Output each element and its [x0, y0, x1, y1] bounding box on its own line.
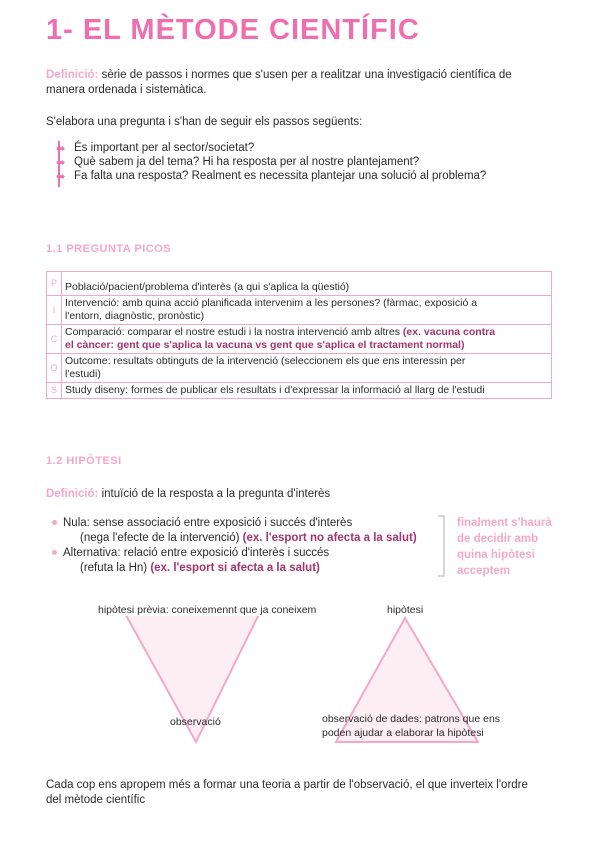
- picos-letter: S: [46, 382, 62, 399]
- list-item: Nula: sense associació entre exposició i…: [52, 516, 452, 531]
- definition-label: Definició:: [46, 69, 99, 81]
- side-note: finalment s'haurà de decidir amb quina h…: [457, 517, 552, 577]
- bullet-icon: [52, 520, 57, 526]
- picos-cell: Outcome: resultats obtinguts de la inter…: [61, 353, 552, 383]
- definition2-block: Definició: intuïció de la resposta a la …: [46, 488, 330, 500]
- diagram-right-top-label: hipòtesi: [387, 604, 424, 616]
- question-list: ➡ És important per al sector/societat? ➡…: [56, 139, 487, 187]
- definition-text-cont: manera ordenada i sistemàtica.: [46, 84, 207, 96]
- picos-cell: Study diseny: formes de publicar els res…: [61, 382, 552, 399]
- section-heading-picos: 1.1 PREGUNTA PICOS: [46, 243, 172, 255]
- arrow-icon: ➡: [56, 156, 66, 169]
- page-title: 1- EL MÈTODE CIENTÍFIC: [46, 14, 420, 46]
- upright-triangle: [334, 615, 480, 743]
- list-item: ➡ És important per al sector/societat?: [56, 142, 255, 155]
- table-row: S Study diseny: formes de publicar els r…: [46, 382, 552, 399]
- diagram-left-top-label: hipòtesi prèvia: coneixemennt que ja con…: [96, 604, 319, 616]
- list-item: Alternativa: relació entre exposició d'i…: [52, 546, 452, 561]
- question-bracket-line: [58, 141, 60, 187]
- definition-block: Definició: sèrie de passos i normes que …: [46, 68, 566, 98]
- list-item: ➡ Què sabem ja del tema? Hi ha resposta …: [56, 156, 420, 169]
- section-heading-hipotesi: 1.2 HIPÒTESI: [46, 455, 122, 467]
- table-row: C Comparació: comparar el nostre estudi …: [46, 324, 552, 354]
- arrow-icon: ➡: [56, 170, 66, 183]
- picos-table: P Població/pacient/problema d'interès (a…: [46, 271, 552, 399]
- diagram-right-bottom-label: observació de dades: patrons que ens pod…: [322, 713, 501, 739]
- table-row: I Intervenció: amb quina acció planifica…: [46, 295, 552, 325]
- definition-text: sèrie de passos i normes que s'usen per …: [98, 69, 512, 81]
- intro-text: S'elabora una pregunta i s'han de seguir…: [46, 116, 363, 128]
- diagram-left-bottom-label: observació: [170, 716, 221, 728]
- arrow-icon: ➡: [56, 142, 66, 155]
- picos-cell: Comparació: comparar el nostre estudi i …: [61, 324, 552, 354]
- list-item-cont: (refuta la Hn) (ex. l'esport si afecta a…: [80, 562, 320, 574]
- hypothesis-list: Nula: sense associació entre exposició i…: [52, 516, 452, 576]
- definition-text: intuïció de la resposta a la pregunta d'…: [98, 488, 331, 500]
- list-item: ➡ Fa falta una resposta? Realment es nec…: [56, 170, 487, 183]
- picos-cell: Intervenció: amb quina acció planificada…: [61, 295, 552, 325]
- table-row: O Outcome: resultats obtinguts de la int…: [46, 353, 552, 383]
- bullet-icon: [52, 550, 57, 556]
- definition-label: Definició:: [46, 488, 99, 500]
- bracket-icon: [438, 515, 445, 577]
- conclusion-text: Cada cop ens apropem més a formar una te…: [46, 779, 528, 806]
- list-item-cont: (nega l'efecte de la intervenció) (ex. l…: [80, 532, 417, 544]
